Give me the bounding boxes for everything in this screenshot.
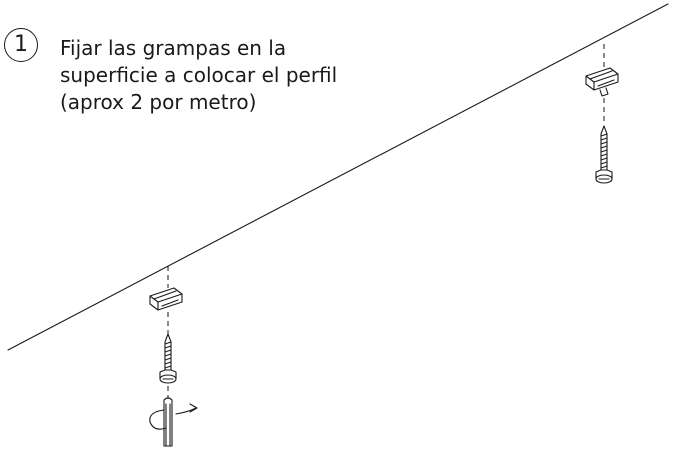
clip-right-assembly xyxy=(585,44,619,184)
step-number: 1 xyxy=(14,32,28,57)
screwdriver xyxy=(163,386,173,447)
instruction-line: Fijar las grampas en la xyxy=(60,36,287,60)
clip-left xyxy=(149,287,183,311)
screw-left xyxy=(159,333,177,384)
instruction-line: superficie a colocar el perfil xyxy=(60,63,338,87)
clip-right xyxy=(585,67,619,97)
screw-right xyxy=(595,125,613,184)
step-number-badge: 1 xyxy=(4,28,38,62)
rotation-arrow-icon xyxy=(149,403,198,430)
instruction-line: (aprox 2 por metro) xyxy=(60,90,257,114)
mounting-surface-line xyxy=(7,3,669,351)
clip-left-assembly xyxy=(149,266,183,384)
step-instruction: Fijar las grampas en la superficie a col… xyxy=(60,35,360,116)
